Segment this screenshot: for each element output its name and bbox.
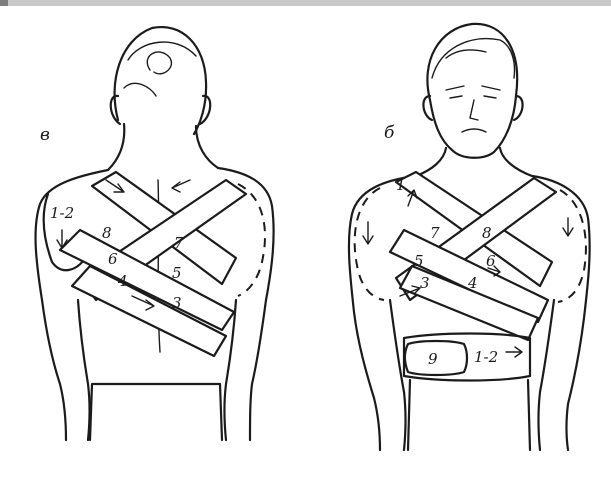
front-turn-7: 7 (430, 224, 440, 242)
figure-front-view: б 1 7 8 5 6 3 4 9 1-2 (349, 24, 590, 450)
front-neck-right (500, 148, 532, 176)
front-turn-1: 1 (396, 176, 406, 194)
front-head (427, 24, 517, 158)
front-nose (470, 100, 478, 120)
front-turn-3: 3 (420, 274, 430, 292)
back-arrow-2 (172, 180, 190, 192)
panel-letter-back: в (40, 125, 50, 145)
back-left-arm-inner (78, 300, 90, 440)
back-turn-4: 4 (117, 272, 128, 290)
front-turn-1-2: 1-2 (474, 348, 498, 366)
front-hair (432, 39, 514, 78)
front-arrow-left-down (363, 222, 373, 244)
back-turn-3: 3 (172, 294, 182, 312)
front-mouth (462, 129, 486, 132)
front-turn-6: 6 (486, 252, 496, 270)
front-left-shoulder-dashed (355, 188, 384, 300)
front-turn-4: 4 (467, 274, 478, 292)
panel-letter-front: б (384, 123, 395, 143)
front-trousers (408, 380, 530, 450)
back-neck-right (196, 126, 218, 168)
front-arrow-belt (506, 347, 522, 357)
back-head (115, 27, 207, 134)
front-turn-5: 5 (414, 252, 424, 270)
back-turn-7: 7 (174, 234, 184, 252)
back-waistband (90, 384, 222, 440)
front-turn-8: 8 (482, 224, 492, 242)
back-turn-8: 8 (102, 224, 112, 242)
front-neck-left (416, 148, 446, 176)
back-hair-swirl (124, 42, 196, 96)
back-turn-1-2: 1-2 (50, 204, 74, 222)
front-arrow-right-down (563, 218, 573, 236)
front-right-arm-inner (539, 300, 555, 450)
back-turn-5: 5 (172, 264, 182, 282)
back-right-shoulder-dashed (238, 184, 265, 296)
back-neck-left (108, 124, 124, 170)
front-right-shoulder-dashed (558, 190, 586, 302)
figure-back-view: в 1-2 8 7 6 5 4 3 (36, 27, 274, 440)
front-brows (446, 86, 500, 90)
front-eyes (450, 96, 496, 98)
front-turn-9: 9 (428, 350, 438, 368)
back-turn-6: 6 (108, 250, 118, 268)
